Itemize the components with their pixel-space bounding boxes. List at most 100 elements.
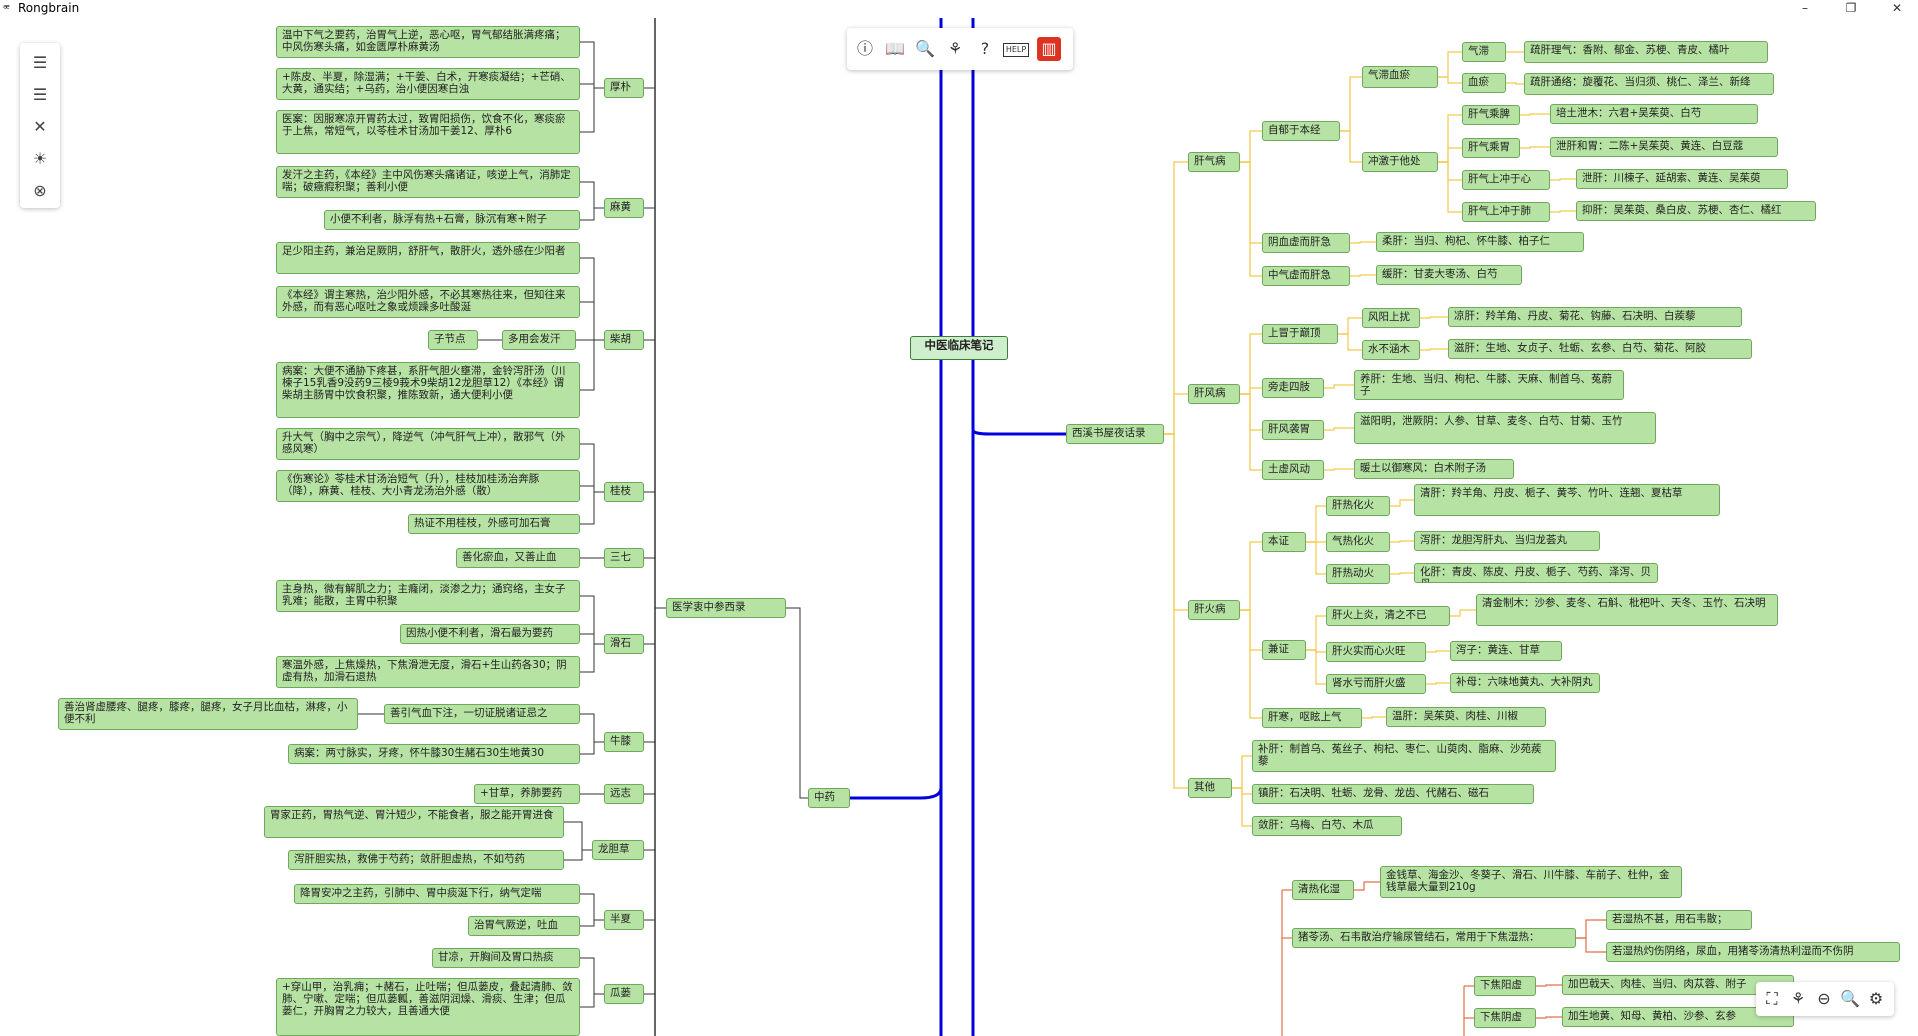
mindmap-node[interactable]: 因热小便不利者，滑石最为要药	[400, 624, 580, 644]
mindmap-node[interactable]: 清肝：羚羊角、丹皮、栀子、黄芩、竹叶、连翘、夏枯草	[1414, 484, 1720, 516]
mindmap-node[interactable]: 胃家正药，胃热气逆、胃汁短少，不能食者，服之能开胃进食	[264, 806, 564, 838]
mindmap-node[interactable]: 若湿热灼伤阴络，尿血，用猪苓汤清热利湿而不伤阴	[1606, 942, 1900, 962]
mindmap-node[interactable]: 足少阳主药，兼治足厥阴，舒肝气，散肝火，透外感在少阳者	[276, 242, 580, 274]
mindmap-node[interactable]: 升大气（胸中之宗气），降逆气（冲气肝气上冲），散邪气（外感风寒）	[276, 428, 580, 460]
mindmap-node[interactable]: +穿山甲，治乳痈；+赭石，止吐喘；但瓜蒌皮，叠起清肺、敛肺、宁嗽、定喘；但瓜蒌瓤…	[276, 978, 580, 1036]
mindmap-node[interactable]: 补母：六味地黄丸、大补阴丸	[1450, 673, 1600, 693]
mindmap-node[interactable]: 风阳上扰	[1362, 308, 1420, 328]
maximize-button[interactable]: ❐	[1845, 1, 1857, 15]
dna-icon[interactable]: ✕	[33, 117, 47, 136]
mindmap-node[interactable]: 医案：因服寒凉开胃药太过，致胃阳损伤，饮食不化，寒痰瘀于上焦，常短气，以苓桂术甘…	[276, 110, 580, 154]
mindmap-node[interactable]: 血瘀	[1462, 73, 1506, 93]
mindmap-node[interactable]: 镇肝：石决明、牡蛎、龙骨、龙齿、代赭石、磁石	[1252, 784, 1534, 804]
mindmap-node[interactable]: 肝火上炎，清之不已	[1326, 606, 1450, 626]
mindmap-node[interactable]: 《本经》谓主寒热，治少阳外感，不必其寒热往来，但知往来外感，而有恶心呕吐之象或烦…	[276, 286, 580, 318]
mindmap-node[interactable]: 柔肝：当归、枸杞、怀牛膝、柏子仁	[1376, 232, 1584, 252]
fit-screen-icon[interactable]: ⛶	[1766, 989, 1778, 1008]
mindmap-node[interactable]: 厚朴	[604, 78, 644, 98]
mindmap-node[interactable]: 滑石	[604, 634, 644, 654]
branch-node[interactable]: 西溪书屋夜话录	[1066, 424, 1164, 444]
help-icon[interactable]: HELP	[1003, 43, 1029, 57]
mindmap-node[interactable]: 抑肝：吴茱萸、桑白皮、苏梗、杏仁、橘红	[1576, 201, 1816, 221]
mindmap-node[interactable]: 半夏	[604, 910, 644, 930]
mindmap-canvas[interactable]: 中医临床笔记西溪书屋夜话录医学衷中参西录中药肝气病自郁于本经气滞血瘀气滞疏肝理气…	[0, 18, 1918, 1036]
mindmap-node[interactable]: 泻肝：龙胆泻肝丸、当归龙荟丸	[1414, 531, 1600, 551]
mindmap-node[interactable]: 上冒于巅顶	[1262, 324, 1338, 344]
mindmap-node[interactable]: 肝气上冲于心	[1462, 170, 1550, 190]
mindmap-node[interactable]: 肝气上冲于肺	[1462, 202, 1550, 222]
puzzle-icon[interactable]: ⚘	[947, 39, 963, 58]
mindmap-node[interactable]: 本证	[1262, 532, 1306, 552]
mindmap-node[interactable]: 寒温外感，上焦燥热，下焦滑泄无度，滑石+生山药各30；阴虚有热，加滑石退热	[276, 656, 580, 688]
mindmap-node[interactable]: 金钱草、海金沙、冬葵子、滑石、川牛膝、车前子、杜仲，金钱草最大量到210g	[1380, 866, 1682, 898]
sun-icon[interactable]: ☀	[32, 149, 48, 168]
mindmap-node[interactable]: 泻肝胆实热，救佛于芍药；敛肝胆虚热，不如芍药	[288, 850, 564, 870]
mindmap-node[interactable]: 善引气血下注，一切证脱诸证忌之	[384, 704, 580, 724]
mindmap-node[interactable]: 治胃气厥逆，吐血	[468, 916, 580, 936]
mindmap-node[interactable]: 泻子：黄连、甘草	[1450, 641, 1562, 661]
mindmap-node[interactable]: 病案：两寸脉实，牙疼，怀牛膝30生赭石30生地黄30	[288, 744, 580, 764]
chart-icon[interactable]: ▥	[1037, 37, 1061, 61]
mindmap-node[interactable]: 三七	[604, 548, 644, 568]
mindmap-node[interactable]: 下焦阴虚	[1474, 1008, 1536, 1028]
mindmap-node[interactable]: 瓜蒌	[604, 984, 644, 1004]
question-icon[interactable]: ?	[980, 39, 990, 58]
mindmap-node[interactable]: 化肝：青皮、陈皮、丹皮、栀子、芍药、泽泻、贝母	[1414, 563, 1658, 583]
mindmap-node[interactable]: 温中下气之要药，治胃气上逆，恶心呕，胃气郁结胀满疼痛；中风伤寒头痛，如金匮厚朴麻…	[276, 26, 580, 58]
mindmap-node[interactable]: 自郁于本经	[1262, 121, 1340, 141]
mindmap-node[interactable]: 肝热动火	[1326, 564, 1390, 584]
mindmap-node[interactable]: 凉肝：羚羊角、丹皮、菊花、钩藤、石决明、白蒺藜	[1448, 307, 1742, 327]
mindmap-node[interactable]: 清热化湿	[1292, 880, 1354, 900]
mindmap-node[interactable]: 其他	[1188, 778, 1232, 798]
mindmap-node[interactable]: 牛膝	[604, 732, 644, 752]
mindmap-node[interactable]: 甘凉，开胸间及胃口热痰	[432, 948, 580, 968]
mindmap-node[interactable]: 发汗之主药，《本经》主中风伤寒头痛诸证，咳逆上气，消肺定喘；破癥瘕积聚；善利小便	[276, 166, 580, 198]
mindmap-node[interactable]: +陈皮、半夏，除湿满；+干姜、白术，开寒痰凝结；+芒硝、大黄，通实结；+乌药，治…	[276, 68, 580, 100]
mindmap-node[interactable]: 肝气乘脾	[1462, 105, 1520, 125]
mindmap-node[interactable]: 温肝：吴茱萸、肉桂、川椒	[1386, 707, 1546, 727]
mindmap-node[interactable]: 《伤寒论》苓桂术甘汤治短气（升），桂枝加桂汤治奔豚（降），麻黄、桂枝、大小青龙汤…	[276, 470, 580, 502]
book-icon[interactable]: 📖	[885, 39, 905, 58]
mindmap-node[interactable]: 泄肝：川楝子、延胡索、黄连、吴茱萸	[1576, 169, 1788, 189]
mindmap-node[interactable]: 肝火病	[1188, 600, 1240, 620]
mindmap-node[interactable]: 滋阳明，泄厥阴：人参、甘草、麦冬、白芍、甘菊、玉竹	[1354, 412, 1656, 444]
mindmap-node[interactable]: 培土泄木：六君+吴茱萸、白芍	[1550, 104, 1758, 124]
close-circle-icon[interactable]: ⊗	[33, 181, 47, 200]
mindmap-node[interactable]: 龙胆草	[592, 840, 644, 860]
mindmap-node[interactable]: 桂枝	[604, 482, 644, 502]
mindmap-node[interactable]: 补肝：制首乌、菟丝子、枸杞、枣仁、山萸肉、脂麻、沙苑蒺藜	[1252, 740, 1556, 772]
branch-node[interactable]: 医学衷中参西录	[666, 598, 786, 618]
mindmap-node[interactable]: 热证不用桂枝，外感可加石膏	[408, 514, 580, 534]
branch-node[interactable]: 中药	[808, 788, 850, 808]
mindmap-node[interactable]: 小便不利者，脉浮有热+石膏，脉沉有寒+附子	[324, 210, 580, 230]
zoom-in-icon[interactable]: 🔍	[1840, 989, 1860, 1008]
mindmap-node[interactable]: 清金制木：沙参、麦冬、石斛、枇杷叶、天冬、玉竹、石决明	[1476, 594, 1778, 626]
minimize-button[interactable]: –	[1802, 1, 1808, 15]
mindmap-node[interactable]: 肝寒，呕眩上气	[1262, 708, 1362, 728]
align-left-icon[interactable]: ☰	[32, 53, 48, 72]
mindmap-node[interactable]: 病案：大便不通胁下疼甚，系肝气胆火壅滞，金铃泻肝汤（川楝子15乳香9没药9三棱9…	[276, 362, 580, 418]
mindmap-node[interactable]: 肝气乘胃	[1462, 138, 1520, 158]
close-button[interactable]: ✕	[1891, 1, 1903, 15]
mindmap-node[interactable]: 猪苓汤、石韦散治疗输尿管结石，常用于下焦湿热：	[1292, 928, 1576, 948]
mindmap-node[interactable]: 养肝：生地、当归、枸杞、牛膝、天麻、制首乌、菟蔚子	[1354, 370, 1624, 400]
mindmap-node[interactable]: 麻黄	[604, 198, 644, 218]
mindmap-node[interactable]: 中气虚而肝急	[1262, 266, 1350, 286]
mindmap-node[interactable]: 暖土以御寒风：白术附子汤	[1354, 459, 1514, 479]
mindmap-node[interactable]: 加生地黄、知母、黄柏、沙参、玄参	[1562, 1007, 1794, 1027]
mindmap-node[interactable]: 水不涵木	[1362, 340, 1420, 360]
mindmap-node[interactable]: 善治肾虚腰疼、腿疼，膝疼，腿疼，女子月比血枯，淋疼，小便不利	[58, 698, 358, 730]
mindmap-node[interactable]: 疏肝理气：香附、郁金、苏梗、青皮、橘叶	[1524, 41, 1768, 63]
mindmap-node[interactable]: 土虚风动	[1262, 460, 1324, 480]
mindmap-node[interactable]: 旁走四肢	[1262, 378, 1324, 398]
align-right-icon[interactable]: ☰	[32, 85, 48, 104]
mindmap-node[interactable]: 缓肝：甘麦大枣汤、白芍	[1376, 265, 1522, 285]
mindmap-node[interactable]: 疏肝通络：旋覆花、当归须、桃仁、泽兰、新绛	[1524, 73, 1774, 95]
mindmap-node[interactable]: 气滞血瘀	[1362, 66, 1438, 88]
mindmap-node[interactable]: 气滞	[1462, 42, 1506, 62]
settings-icon[interactable]: ⚙	[1868, 989, 1884, 1008]
mindmap-node[interactable]: 肝火实而心火旺	[1326, 642, 1426, 662]
mindmap-node[interactable]: +甘草，养肺要药	[474, 784, 580, 804]
mindmap-node[interactable]: 敛肝：乌梅、白芍、木瓜	[1252, 816, 1402, 836]
zoom-out-icon[interactable]: ⊖	[1817, 989, 1831, 1008]
